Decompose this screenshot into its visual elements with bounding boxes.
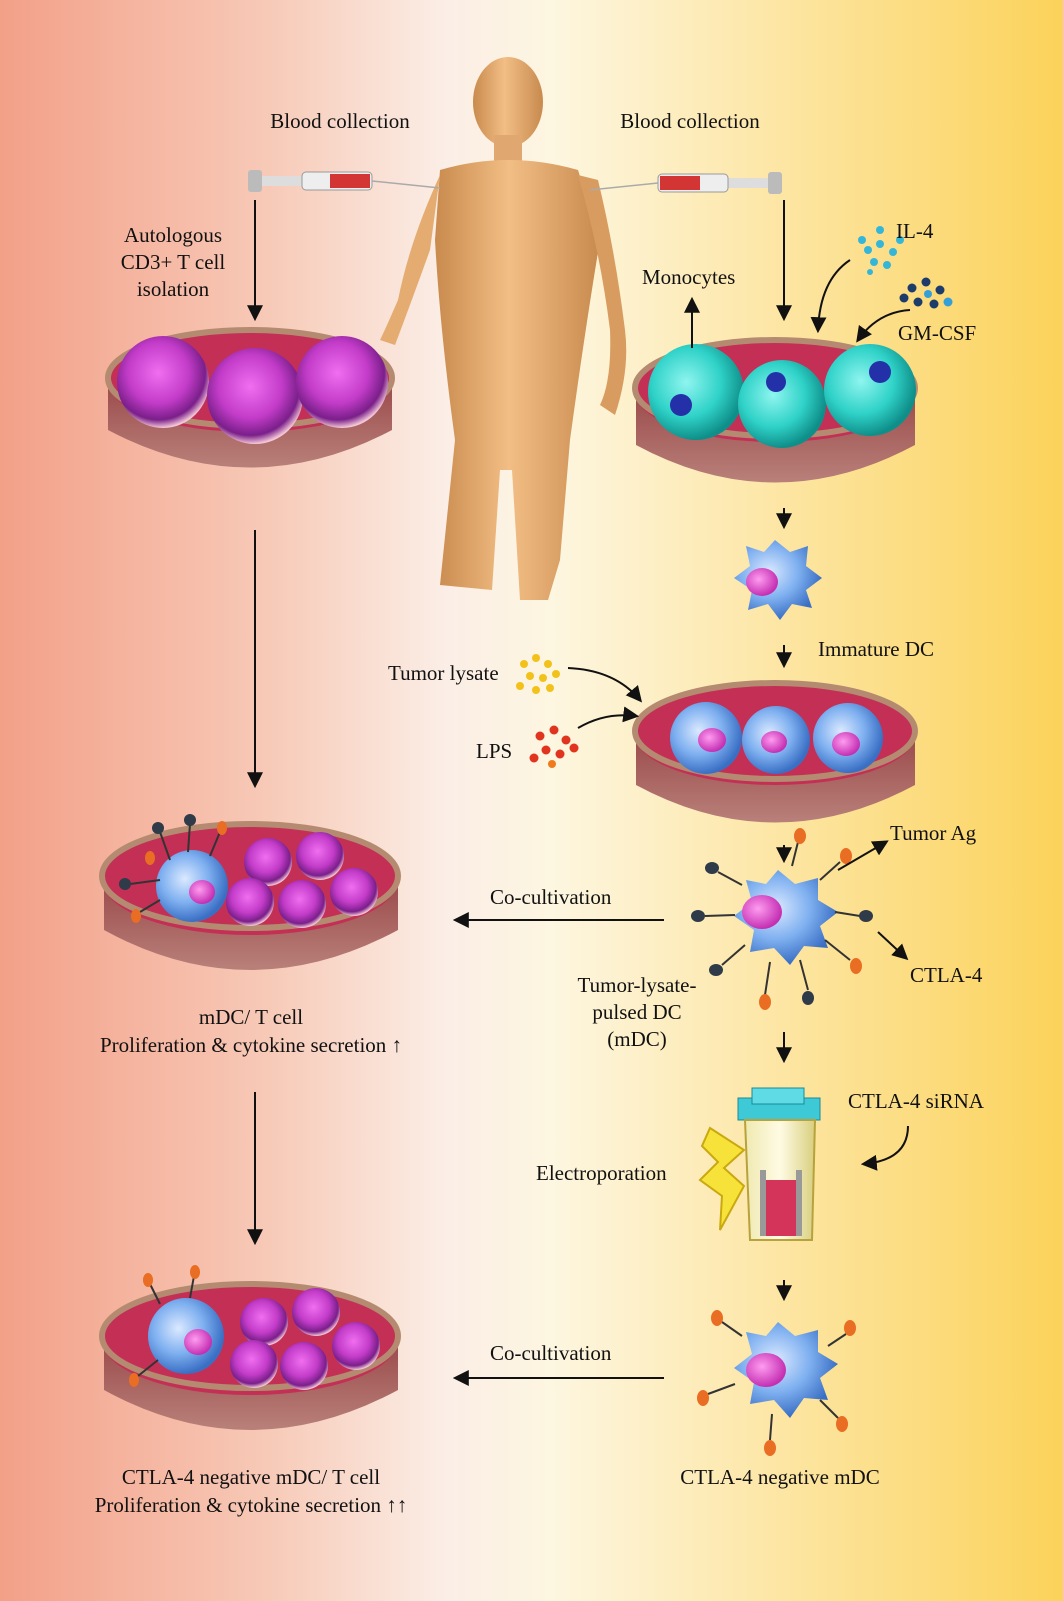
blood-collection-left-label: Blood collection [270, 109, 410, 133]
autologous-label-line1: Autologous [123, 223, 223, 247]
tumor-ag-label: Tumor Ag [890, 821, 977, 845]
tcell [226, 878, 274, 926]
ctla4-negative-mdc-cell [697, 1310, 856, 1456]
lps-particles [529, 725, 579, 768]
tcell [332, 1322, 380, 1370]
petri-dish-dc-pulsing [632, 680, 918, 823]
tcell [117, 336, 209, 428]
pulsed-dc-label-line1: Tumor-lysate- [577, 973, 697, 997]
electroporation-label: Electroporation [536, 1161, 667, 1185]
neg-mdc-tcell-label-line1: CTLA-4 negative mDC/ T cell [121, 1465, 381, 1489]
petri-dish-mdc-tcells [99, 814, 401, 970]
gmcsf-particles [899, 277, 953, 309]
il4-particles [858, 226, 904, 275]
lightning-bolt-icon [698, 1126, 746, 1231]
tcell [296, 336, 388, 428]
mature-dc-cell [691, 828, 873, 1010]
syringe-right-icon [589, 172, 782, 194]
monocytes-label: Monocytes [642, 265, 736, 289]
immature-dc-label: Immature DC [818, 637, 935, 661]
syringe-left-icon [248, 170, 441, 192]
tumor-lysate-particles [516, 654, 560, 694]
blood-collection-right-label: Blood collection [620, 109, 760, 133]
flow-arrows [247, 200, 911, 1386]
petri-dish-monocytes [632, 337, 918, 483]
autologous-label-line3: isolation [136, 277, 210, 301]
tcell [278, 880, 326, 928]
monocyte [738, 360, 826, 448]
tcell [296, 832, 344, 880]
tcell [240, 1298, 288, 1346]
petri-dish-tcells [105, 327, 395, 468]
pulsed-dc-label-line2: pulsed DC [592, 1000, 682, 1024]
ctla4-negative-mdc-label: CTLA-4 negative mDC [680, 1465, 880, 1489]
pulsed-dc-label-line3: (mDC) [607, 1027, 667, 1051]
mdc-tcell-label-line1: mDC/ T cell [198, 1005, 304, 1029]
tcell [330, 868, 378, 916]
tcell [280, 1342, 328, 1390]
tumor-lysate-label: Tumor lysate [388, 661, 499, 685]
tcell [292, 1288, 340, 1336]
electroporation-cuvette-icon [737, 1087, 821, 1241]
petri-dish-ctla4neg-mdc-tcells [99, 1265, 401, 1430]
il4-label: IL-4 [896, 219, 934, 243]
ctla4-sirna-label: CTLA-4 siRNA [848, 1089, 984, 1113]
mdc-tcell-label-line2: Proliferation & cytokine secretion ↑ [99, 1033, 403, 1057]
neg-mdc-tcell-label-line2: Proliferation & cytokine secretion ↑↑ [94, 1493, 408, 1517]
tcell [207, 348, 303, 444]
monocyte [824, 344, 916, 436]
monocyte [648, 344, 744, 440]
tcell [244, 838, 292, 886]
gmcsf-label: GM-CSF [898, 321, 977, 345]
tcell [230, 1340, 278, 1388]
autologous-label-line2: CD3+ T cell [120, 250, 226, 274]
ctla4-label: CTLA-4 [910, 963, 983, 987]
lps-label: LPS [476, 739, 513, 763]
cocultivation-label-1: Co-cultivation [490, 885, 612, 909]
immature-dc-cell [734, 540, 822, 620]
human-body-figure [380, 57, 627, 600]
cocultivation-label-2: Co-cultivation [490, 1341, 612, 1365]
